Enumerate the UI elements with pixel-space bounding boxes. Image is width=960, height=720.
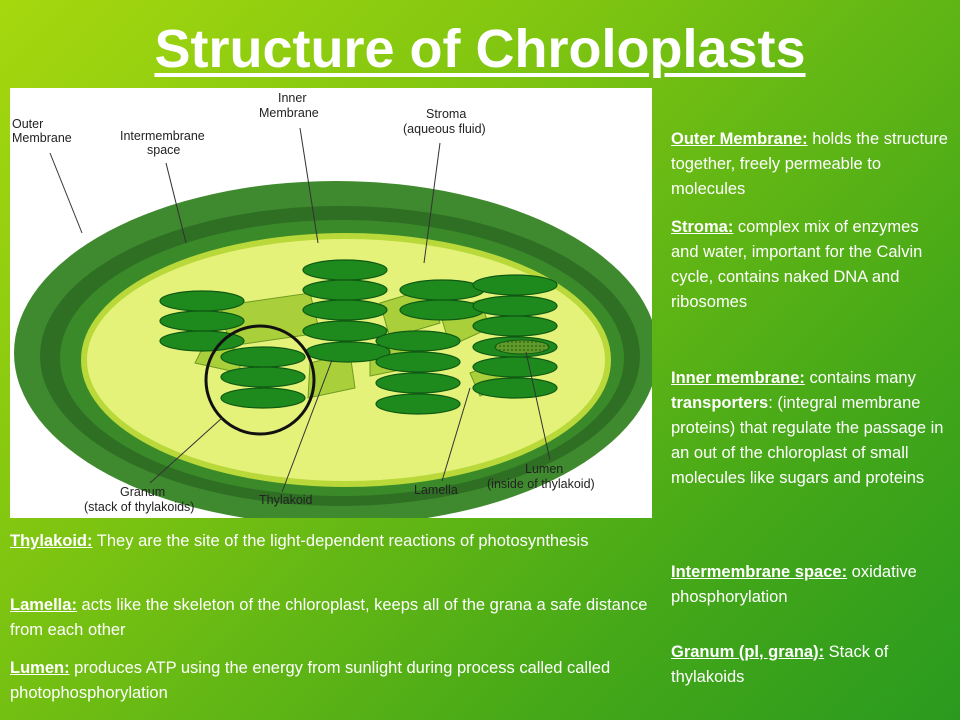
text-lamella: acts like the skeleton of the chloroplas… xyxy=(10,596,648,639)
term-inner-membrane: Inner membrane: xyxy=(671,369,805,387)
leader-line xyxy=(149,417,223,484)
thylakoid-disc xyxy=(302,259,388,281)
thylakoid-disc xyxy=(302,279,388,301)
text-lumen: produces ATP using the energy from sunli… xyxy=(10,659,611,702)
desc-intermembrane-space: Intermembrane space: oxidative phosphory… xyxy=(671,560,955,610)
thylakoid-disc xyxy=(399,279,485,301)
label-lumen-2: (inside of thylakoid) xyxy=(487,477,595,491)
text-stroma: complex mix of enzymes and water, import… xyxy=(671,218,923,311)
thylakoid-disc xyxy=(220,366,306,388)
thylakoid-disc xyxy=(472,315,558,337)
desc-granum: Granum (pl, grana): Stack of thylakoids xyxy=(671,640,955,690)
chloroplast-illustration: Outer Membrane Intermembrane space Inner… xyxy=(12,91,652,518)
thylakoid-disc xyxy=(399,299,485,321)
label-granum-2: (stack of thylakoids) xyxy=(84,500,194,514)
term-outer-membrane: Outer Membrane: xyxy=(671,130,808,148)
desc-thylakoid: Thylakoid: They are the site of the ligh… xyxy=(10,529,650,554)
thylakoid-disc xyxy=(302,299,388,321)
thylakoid-disc xyxy=(472,356,558,378)
desc-outer-membrane: Outer Membrane: holds the structure toge… xyxy=(671,127,953,202)
leader-line xyxy=(441,387,471,482)
thylakoid-disc xyxy=(472,377,558,399)
leader-line xyxy=(165,162,187,244)
label-stroma-1: Stroma xyxy=(426,107,466,121)
page-title: Structure of Chroloplasts xyxy=(154,19,806,79)
label-outer-membrane-1: Outer xyxy=(12,117,43,131)
term-thylakoid: Thylakoid: xyxy=(10,532,93,550)
leader-line xyxy=(281,359,333,493)
label-intermembrane-1: Intermembrane xyxy=(120,129,205,143)
desc-lamella: Lamella: acts like the skeleton of the c… xyxy=(10,593,650,643)
term-intermembrane-space: Intermembrane space: xyxy=(671,563,848,581)
label-thylakoid: Thylakoid xyxy=(259,493,313,507)
thylakoid-disc xyxy=(375,372,461,394)
thylakoid-disc xyxy=(375,393,461,415)
text-inner-membrane-bold: transporters xyxy=(671,394,769,412)
text-inner-membrane-b: : (integral membrane proteins) that regu… xyxy=(671,394,944,487)
text-inner-membrane-a: contains many xyxy=(804,369,916,387)
leader-lines xyxy=(49,127,551,493)
thylakoid-disc xyxy=(220,387,306,409)
desc-lumen: Lumen: produces ATP using the energy fro… xyxy=(10,656,650,706)
thylakoid-disc xyxy=(302,320,388,342)
term-lamella: Lamella: xyxy=(10,596,77,614)
thylakoid-disc xyxy=(472,295,558,317)
thylakoid-disc xyxy=(159,310,245,332)
label-outer-membrane-2: Membrane xyxy=(12,131,72,145)
granum-highlight-circle xyxy=(204,324,316,436)
text-outer-membrane: holds the structure together, freely per… xyxy=(671,130,948,198)
text-intermembrane-space: oxidative phosphorylation xyxy=(671,563,917,606)
term-stroma: Stroma: xyxy=(671,218,734,236)
desc-stroma: Stroma: complex mix of enzymes and water… xyxy=(671,215,943,315)
thylakoid-disc xyxy=(375,351,461,373)
leader-line xyxy=(49,152,83,234)
desc-inner-membrane: Inner membrane: contains many transporte… xyxy=(671,366,957,491)
thylakoid-disc xyxy=(220,346,306,368)
thylakoid-disc xyxy=(159,290,245,312)
leader-line xyxy=(525,351,551,461)
thylakoid-disc xyxy=(375,330,461,352)
leader-line xyxy=(299,127,319,244)
label-intermembrane-2: space xyxy=(147,143,180,157)
thylakoid-disc xyxy=(159,330,245,352)
inner-membrane-edge xyxy=(81,233,611,487)
leader-line xyxy=(423,142,441,264)
label-stroma-2: (aqueous fluid) xyxy=(403,122,486,136)
text-thylakoid: They are the site of the light-dependent… xyxy=(92,532,589,550)
term-granum: Granum (pl, grana): xyxy=(671,643,825,661)
label-lumen-1: Lumen xyxy=(525,462,563,476)
label-inner-membrane-1: Inner xyxy=(278,91,307,105)
term-lumen: Lumen: xyxy=(10,659,70,677)
text-granum: Stack of thylakoids xyxy=(671,643,889,686)
thylakoid-disc xyxy=(472,274,558,296)
label-inner-membrane-2: Membrane xyxy=(259,106,319,120)
chloroplast-diagram: Outer Membrane Intermembrane space Inner… xyxy=(10,88,652,518)
label-granum-1: Granum xyxy=(120,485,165,499)
lumen-disc xyxy=(494,339,550,355)
label-lamella: Lamella xyxy=(414,483,458,497)
